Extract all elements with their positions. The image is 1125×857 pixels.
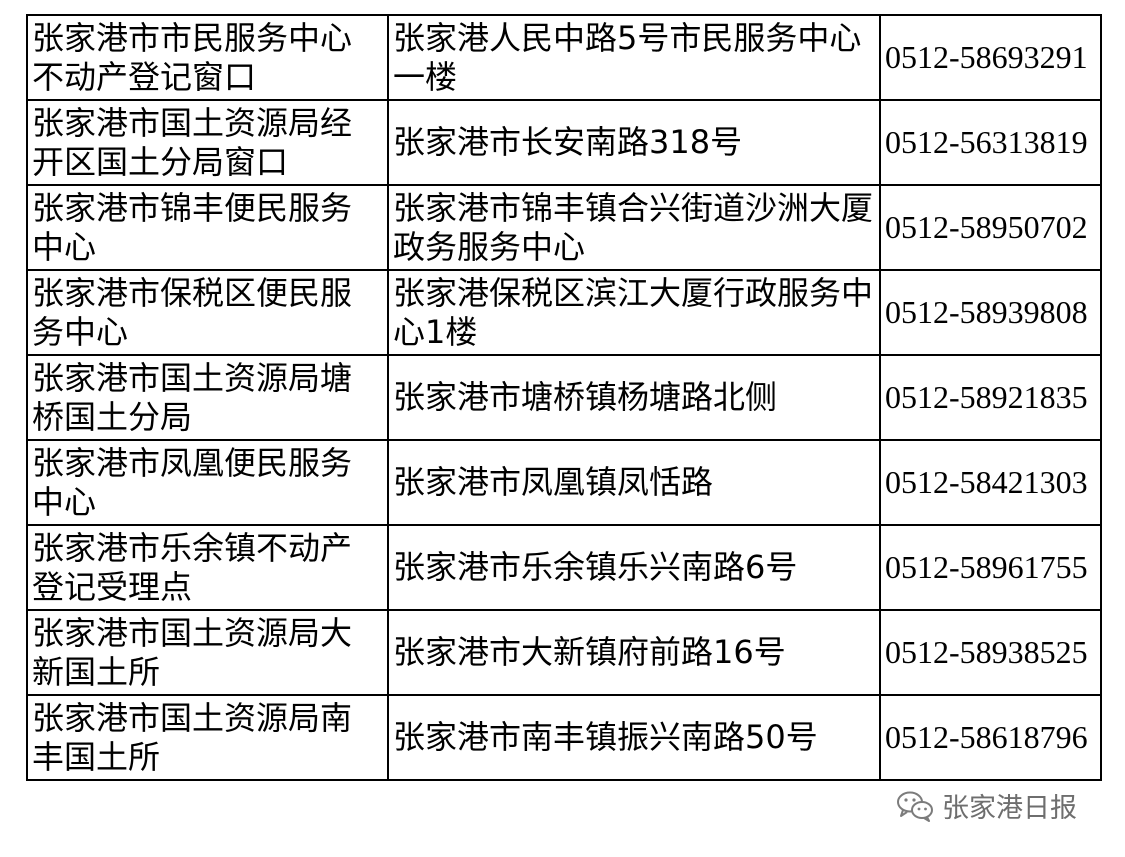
office-name-cell: 张家港市国土资源局大新国土所 bbox=[26, 609, 389, 696]
office-phone-cell: 0512-56313819 bbox=[879, 99, 1102, 186]
office-name-cell: 张家港市市民服务中心不动产登记窗口 bbox=[26, 14, 389, 101]
office-phone-cell: 0512-58618796 bbox=[879, 694, 1102, 781]
watermark-text: 张家港日报 bbox=[942, 793, 1077, 824]
table-row: 张家港市国土资源局经开区国土分局窗口 张家港市长安南路318号 0512-563… bbox=[26, 99, 1102, 186]
office-phone-cell: 0512-58921835 bbox=[879, 354, 1102, 441]
wechat-icon bbox=[896, 790, 934, 822]
office-phone-cell: 0512-58938525 bbox=[879, 609, 1102, 696]
office-address-cell: 张家港市凤凰镇凤恬路 bbox=[387, 439, 881, 526]
table-row: 张家港市市民服务中心不动产登记窗口 张家港人民中路5号市民服务中心一楼 0512… bbox=[26, 14, 1102, 101]
office-name-cell: 张家港市国土资源局塘桥国土分局 bbox=[26, 354, 389, 441]
office-address-cell: 张家港保税区滨江大厦行政服务中心1楼 bbox=[387, 269, 881, 356]
office-phone-cell: 0512-58421303 bbox=[879, 439, 1102, 526]
table-row: 张家港市国土资源局南丰国土所 张家港市南丰镇振兴南路50号 0512-58618… bbox=[26, 694, 1102, 781]
table-row: 张家港市乐余镇不动产登记受理点 张家港市乐余镇乐兴南路6号 0512-58961… bbox=[26, 524, 1102, 611]
office-address-cell: 张家港市锦丰镇合兴街道沙洲大厦政务服务中心 bbox=[387, 184, 881, 271]
office-phone-cell: 0512-58961755 bbox=[879, 524, 1102, 611]
office-name-cell: 张家港市国土资源局经开区国土分局窗口 bbox=[26, 99, 389, 186]
table-row: 张家港市保税区便民服务中心 张家港保税区滨江大厦行政服务中心1楼 0512-58… bbox=[26, 269, 1102, 356]
table-row: 张家港市锦丰便民服务中心 张家港市锦丰镇合兴街道沙洲大厦政务服务中心 0512-… bbox=[26, 184, 1102, 271]
office-name-cell: 张家港市乐余镇不动产登记受理点 bbox=[26, 524, 389, 611]
office-address-cell: 张家港市乐余镇乐兴南路6号 bbox=[387, 524, 881, 611]
office-contact-table: 张家港市市民服务中心不动产登记窗口 张家港人民中路5号市民服务中心一楼 0512… bbox=[26, 14, 1102, 781]
office-address-cell: 张家港市长安南路318号 bbox=[387, 99, 881, 186]
office-phone-cell: 0512-58939808 bbox=[879, 269, 1102, 356]
table-row: 张家港市凤凰便民服务中心 张家港市凤凰镇凤恬路 0512-58421303 bbox=[26, 439, 1102, 526]
office-name-cell: 张家港市国土资源局南丰国土所 bbox=[26, 694, 389, 781]
office-address-cell: 张家港市南丰镇振兴南路50号 bbox=[387, 694, 881, 781]
office-address-cell: 张家港市塘桥镇杨塘路北侧 bbox=[387, 354, 881, 441]
office-address-cell: 张家港市大新镇府前路16号 bbox=[387, 609, 881, 696]
office-address-cell: 张家港人民中路5号市民服务中心一楼 bbox=[387, 14, 881, 101]
office-phone-cell: 0512-58693291 bbox=[879, 14, 1102, 101]
office-name-cell: 张家港市凤凰便民服务中心 bbox=[26, 439, 389, 526]
office-name-cell: 张家港市锦丰便民服务中心 bbox=[26, 184, 389, 271]
office-name-cell: 张家港市保税区便民服务中心 bbox=[26, 269, 389, 356]
watermark: 张家港日报 bbox=[896, 786, 1077, 825]
table-row: 张家港市国土资源局塘桥国土分局 张家港市塘桥镇杨塘路北侧 0512-589218… bbox=[26, 354, 1102, 441]
office-phone-cell: 0512-58950702 bbox=[879, 184, 1102, 271]
table-row: 张家港市国土资源局大新国土所 张家港市大新镇府前路16号 0512-589385… bbox=[26, 609, 1102, 696]
